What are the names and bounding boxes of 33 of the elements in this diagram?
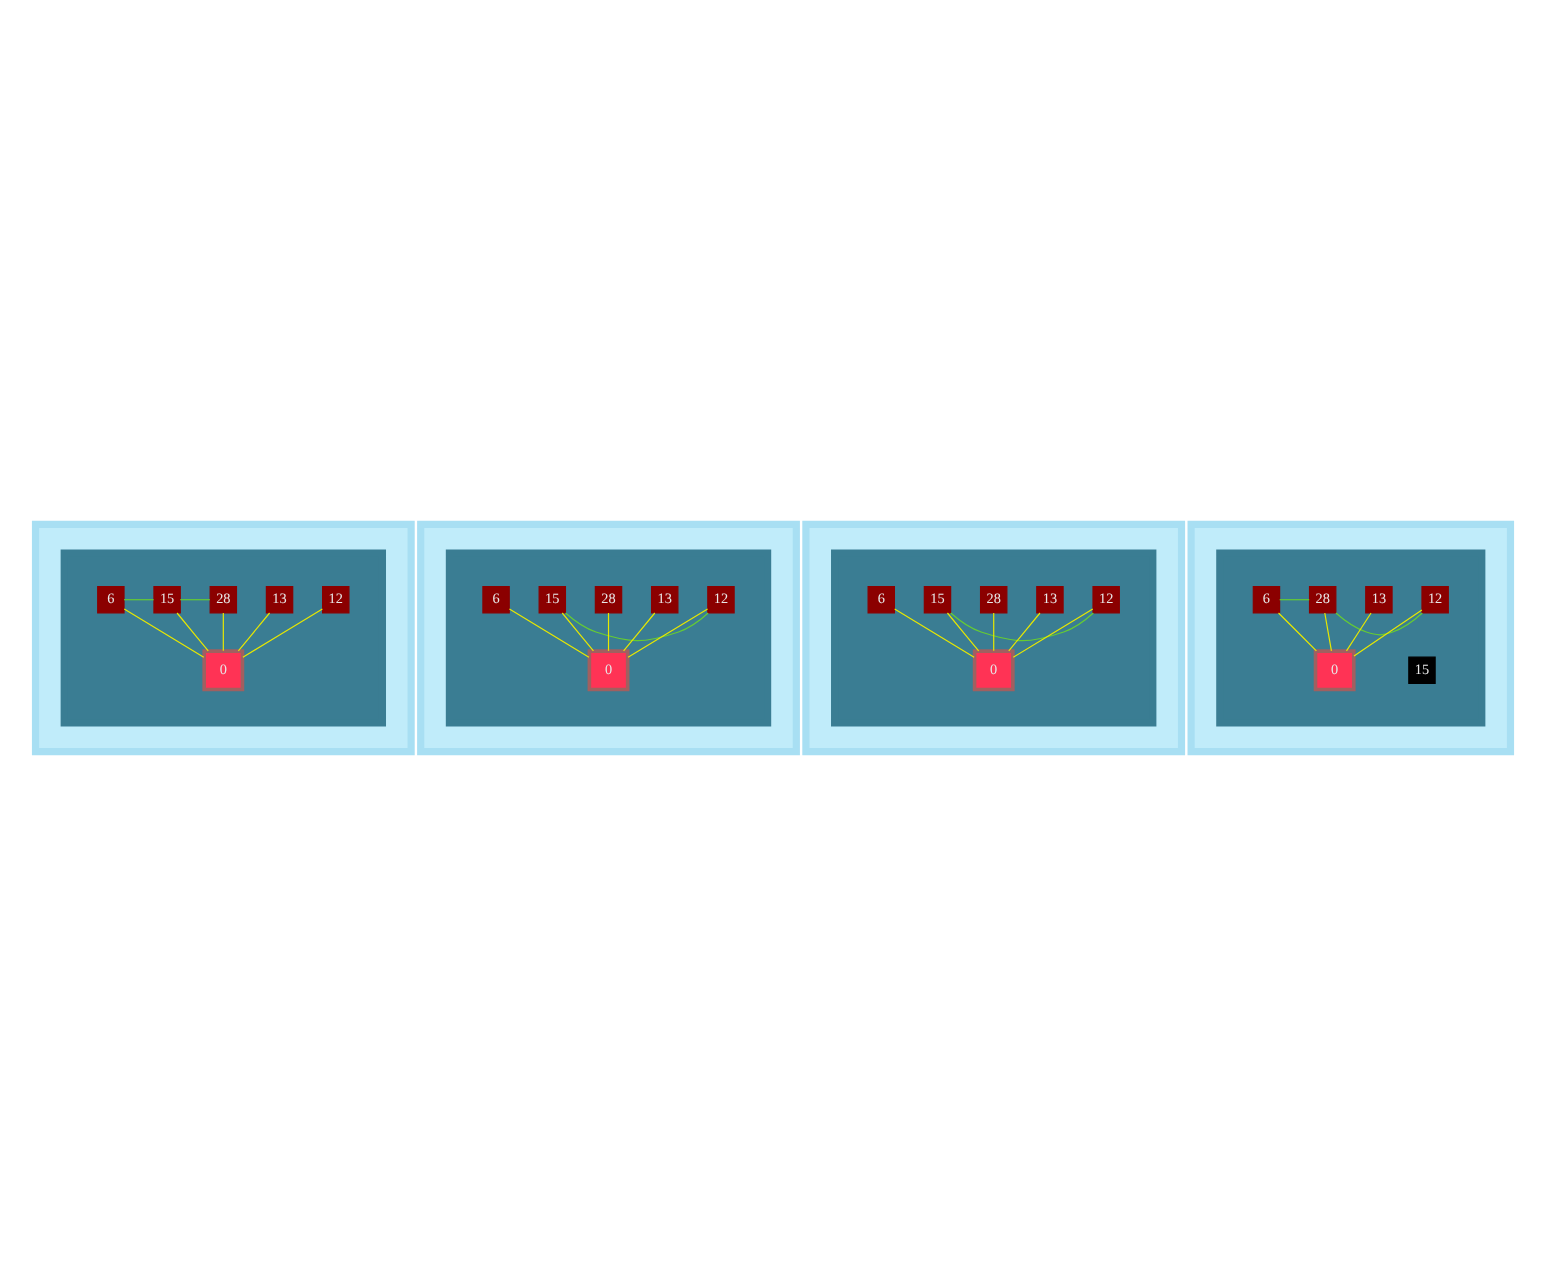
cluster [31, 519, 415, 755]
connector [564, 611, 709, 641]
cluster [445, 548, 772, 726]
cluster [831, 548, 1157, 726]
connector [623, 611, 656, 651]
connector [123, 598, 155, 600]
connector [993, 611, 995, 651]
connector [1345, 611, 1372, 651]
connector [179, 598, 211, 600]
connector [607, 611, 610, 651]
cluster [1216, 548, 1486, 726]
connector [1277, 611, 1317, 651]
connector [123, 607, 205, 657]
connector [1279, 598, 1310, 600]
connector [1335, 611, 1423, 635]
connector [561, 611, 595, 651]
cluster [1187, 519, 1515, 755]
cluster [802, 519, 1186, 755]
connector [1353, 608, 1423, 656]
connector [222, 611, 224, 651]
connector [237, 611, 271, 651]
connector [946, 611, 980, 651]
connector [894, 607, 975, 657]
connector [950, 611, 1094, 641]
connector [242, 607, 323, 657]
cluster [60, 548, 386, 726]
connector [627, 607, 709, 657]
connector [176, 611, 209, 651]
connector [1008, 611, 1041, 651]
connector [1324, 611, 1333, 651]
cluster [417, 519, 800, 755]
connector [1012, 607, 1094, 657]
connector [508, 607, 590, 657]
